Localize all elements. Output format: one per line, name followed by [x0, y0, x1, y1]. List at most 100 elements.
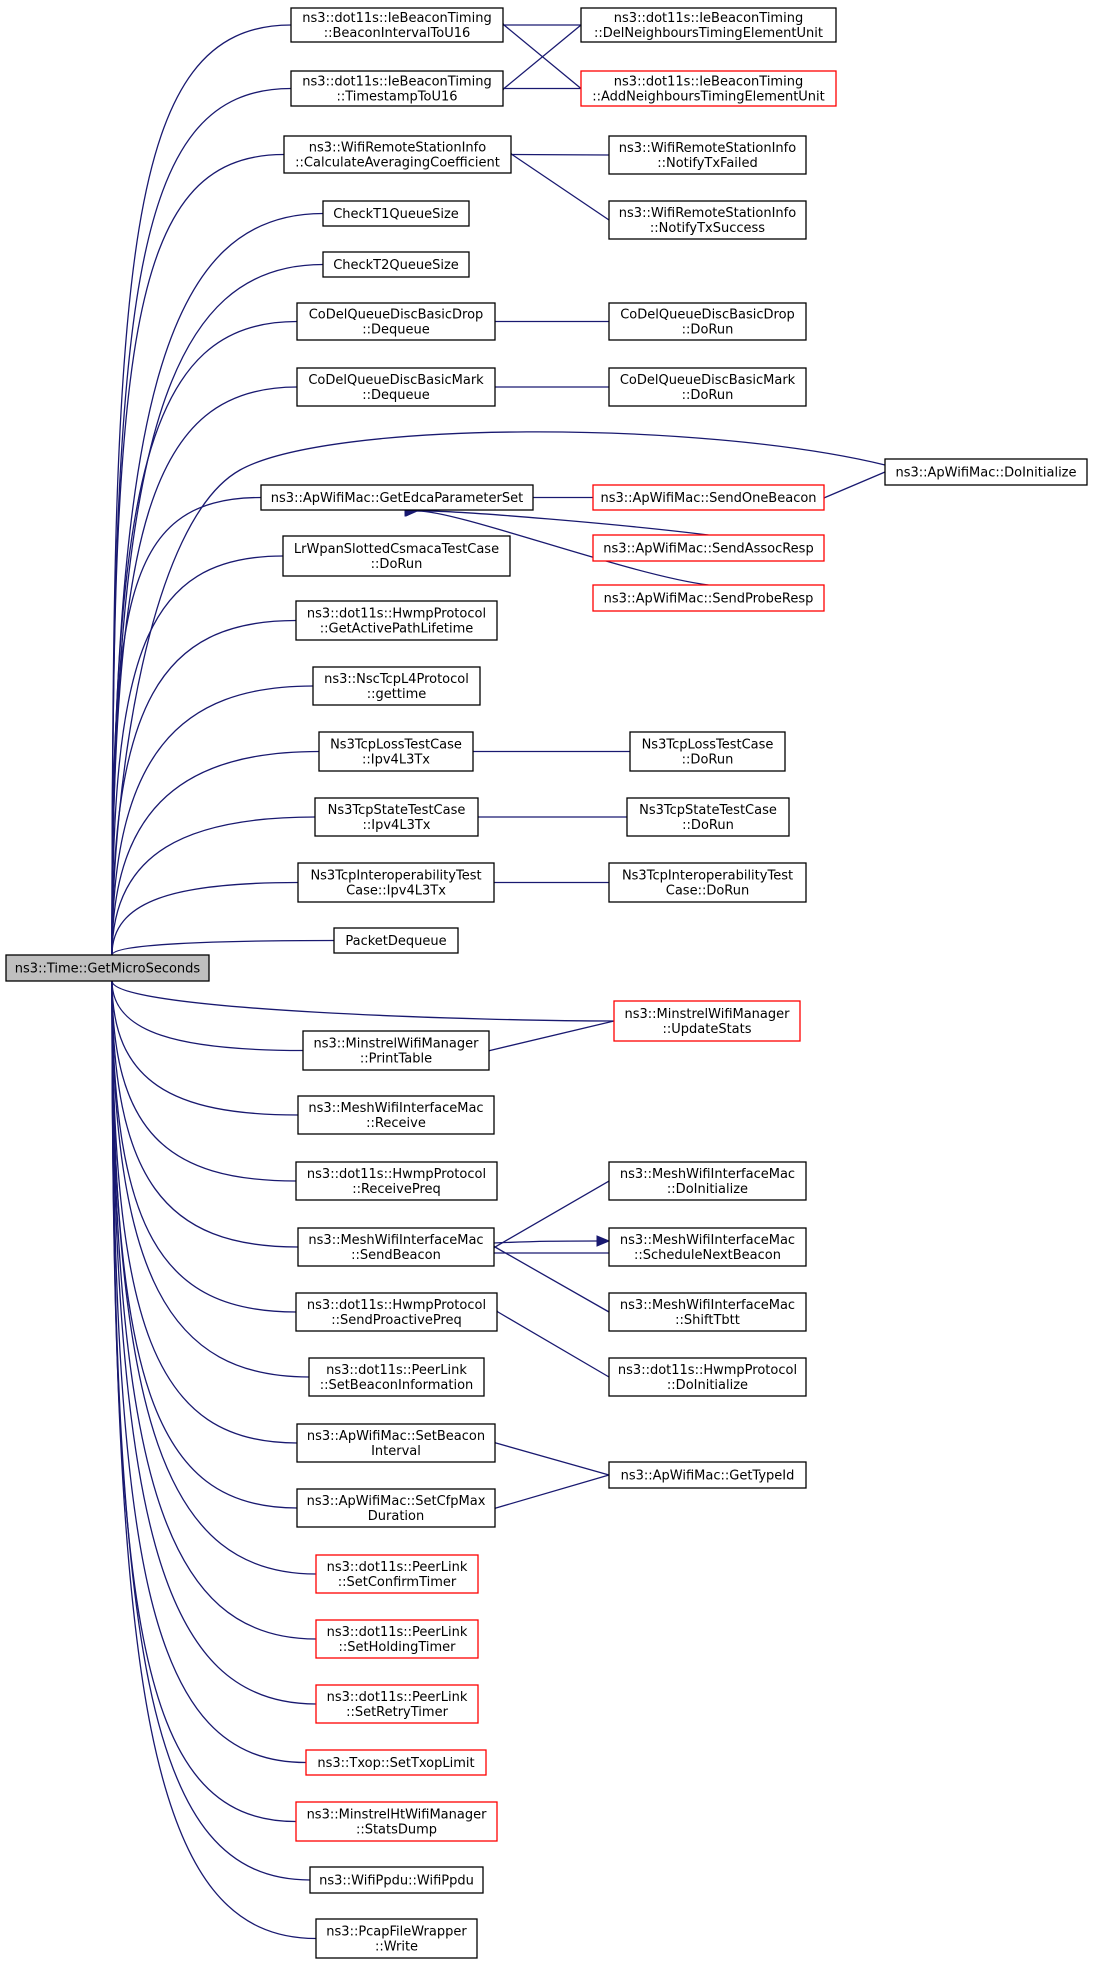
node-label: ::ScheduleNextBeacon — [634, 1248, 781, 1263]
node-meshdoinit[interactable]: ns3::MeshWifiInterfaceMac::DoInitialize — [608, 1161, 807, 1201]
node-box — [296, 367, 496, 407]
node-label: ::DoRun — [682, 753, 734, 768]
node-peerconfirm[interactable]: ns3::dot11s::PeerLink::SetConfirmTimer — [315, 1554, 479, 1594]
node-losstx[interactable]: Ns3TcpLossTestCase::Ipv4L3Tx — [318, 731, 474, 772]
node-checkt2[interactable]: CheckT2QueueSize — [322, 251, 470, 278]
node-wifippdu[interactable]: ns3::WifiPpdu::WifiPpdu — [309, 1866, 484, 1894]
edge-notifysucc-to-calcavg — [512, 155, 610, 221]
node-label: ::Dequeue — [362, 323, 430, 338]
node-label: ns3::dot11s::PeerLink — [327, 1560, 468, 1575]
node-label: CheckT2QueueSize — [333, 258, 459, 273]
node-label: CoDelQueueDiscBasicDrop — [620, 308, 795, 323]
node-box — [608, 367, 807, 407]
node-pktdq[interactable]: PacketDequeue — [333, 927, 459, 954]
node-box — [608, 1357, 807, 1397]
node-hwmpsendproactive[interactable]: ns3::dot11s::HwmpProtocol::SendProactive… — [295, 1292, 498, 1332]
node-apgettypeid[interactable]: ns3::ApWifiMac::GetTypeId — [608, 1461, 807, 1489]
node-staterun[interactable]: Ns3TcpStateTestCase::DoRun — [626, 797, 790, 837]
node-hwmprecvpreq[interactable]: ns3::dot11s::HwmpProtocol::ReceivePreq — [295, 1161, 498, 1201]
node-lossrun[interactable]: Ns3TcpLossTestCase::DoRun — [629, 731, 786, 772]
node-box — [302, 1030, 490, 1071]
node-sendassoc[interactable]: ns3::ApWifiMac::SendAssocResp — [592, 534, 825, 562]
node-hwmpgetactive[interactable]: ns3::dot11s::HwmpProtocol::GetActivePath… — [295, 600, 498, 641]
edge-apdoinit-to-root — [112, 431, 886, 955]
edge-checkt1-to-root — [112, 212, 324, 956]
node-box — [580, 70, 837, 107]
edge-statetx-to-root — [112, 816, 316, 955]
node-meshrecv[interactable]: ns3::MeshWifiInterfaceMac::Receive — [297, 1095, 495, 1135]
node-label: ns3::WifiRemoteStationInfo — [619, 206, 796, 221]
node-box — [333, 927, 459, 954]
node-peersetbeacon[interactable]: ns3::dot11s::PeerLink::SetBeaconInformat… — [308, 1357, 485, 1397]
node-meshshift[interactable]: ns3::MeshWifiInterfaceMac::ShiftTbtt — [608, 1292, 807, 1332]
node-tsu16[interactable]: ns3::dot11s::IeBeaconTiming::TimestampTo… — [290, 70, 504, 107]
edge-sendassoc-to-getedca — [417, 511, 709, 536]
node-box — [260, 484, 534, 511]
node-box — [608, 1461, 807, 1489]
node-codelmarkrun[interactable]: CoDelQueueDiscBasicMark::DoRun — [608, 367, 807, 407]
node-box — [608, 135, 807, 175]
node-peerholding[interactable]: ns3::dot11s::PeerLink::SetHoldingTimer — [315, 1619, 479, 1659]
node-hwmpdoinit[interactable]: ns3::dot11s::HwmpProtocol::DoInitialize — [608, 1357, 807, 1397]
node-bitu16[interactable]: ns3::dot11s::IeBeaconTiming::BeaconInter… — [290, 7, 504, 43]
node-codeldropdq[interactable]: CoDelQueueDiscBasicDrop::Dequeue — [296, 302, 496, 341]
node-label: ::DoInitialize — [667, 1182, 748, 1197]
edge-sendprobe-to-getedca — [417, 511, 709, 586]
node-root[interactable]: ns3::Time::GetMicroSeconds — [5, 954, 210, 982]
node-delneigh[interactable]: ns3::dot11s::IeBeaconTiming::DelNeighbou… — [580, 7, 837, 43]
edge-wifippdu-to-root — [112, 981, 311, 1881]
node-label: Ns3TcpLossTestCase — [642, 738, 774, 753]
node-label: ::SetBeaconInformation — [320, 1378, 474, 1393]
node-box — [592, 584, 825, 612]
node-peerretry[interactable]: ns3::dot11s::PeerLink::SetRetryTimer — [315, 1684, 479, 1724]
node-label: Case::Ipv4L3Tx — [346, 884, 446, 899]
node-lrwpan[interactable]: LrWpanSlottedCsmacaTestCase::DoRun — [282, 535, 511, 577]
node-sendonebeacon[interactable]: ns3::ApWifiMac::SendOneBeacon — [592, 484, 825, 511]
node-minstrelupd[interactable]: ns3::MinstrelWifiManager::UpdateStats — [613, 1000, 801, 1042]
edge-peerconfirm-to-root — [112, 981, 317, 1575]
node-box — [608, 302, 807, 341]
node-label: ns3::dot11s::PeerLink — [327, 1625, 468, 1640]
node-nsctcp[interactable]: ns3::NscTcpL4Protocol::gettime — [312, 666, 481, 706]
node-minstrelht[interactable]: ns3::MinstrelHtWifiManager::StatsDump — [295, 1801, 498, 1842]
node-box — [295, 1801, 498, 1842]
edge-apgettypeid-to-apsetcfp — [496, 1474, 610, 1508]
node-box — [295, 1161, 498, 1201]
nodes-layer: ns3::Time::GetMicroSeconds ns3::dot11s::I… — [5, 7, 1088, 1959]
node-label: ns3::MeshWifiInterfaceMac — [308, 1101, 483, 1116]
node-meshsendbeacon[interactable]: ns3::MeshWifiInterfaceMac::SendBeacon — [297, 1227, 495, 1267]
node-box — [297, 862, 495, 903]
node-label: ns3::dot11s::IeBeaconTiming — [302, 75, 491, 90]
edge-peersetbeacon-to-root — [112, 981, 310, 1378]
node-box — [629, 731, 786, 772]
node-label: ::TimestampToU16 — [336, 90, 457, 105]
node-checkt1[interactable]: CheckT1QueueSize — [322, 200, 470, 227]
edge-minstrelht-to-root — [112, 981, 297, 1823]
node-codeldroprun[interactable]: CoDelQueueDiscBasicDrop::DoRun — [608, 302, 807, 341]
node-label: ns3::NscTcpL4Protocol — [324, 672, 469, 687]
node-label: ns3::ApWifiMac::SendAssocResp — [603, 542, 813, 557]
node-label: ::SetHoldingTimer — [339, 1640, 457, 1655]
node-codelmarkdq[interactable]: CoDelQueueDiscBasicMark::Dequeue — [296, 367, 496, 407]
node-label: Ns3TcpLossTestCase — [330, 738, 462, 753]
node-label: Ns3TcpStateTestCase — [328, 803, 466, 818]
node-sendprobe[interactable]: ns3::ApWifiMac::SendProbeResp — [592, 584, 825, 612]
node-minstrelprint[interactable]: ns3::MinstrelWifiManager::PrintTable — [302, 1030, 490, 1071]
node-statetx[interactable]: Ns3TcpStateTestCase::Ipv4L3Tx — [314, 797, 479, 837]
node-getedca[interactable]: ns3::ApWifiMac::GetEdcaParameterSet — [260, 484, 534, 511]
node-label: ::UpdateStats — [662, 1022, 751, 1037]
node-addneigh[interactable]: ns3::dot11s::IeBeaconTiming::AddNeighbou… — [580, 70, 837, 107]
node-notifyfail[interactable]: ns3::WifiRemoteStationInfo::NotifyTxFail… — [608, 135, 807, 175]
arrowhead-schedule — [596, 1235, 611, 1247]
node-pcapwrite[interactable]: ns3::PcapFileWrapper::Write — [315, 1918, 478, 1959]
node-calcavg[interactable]: ns3::WifiRemoteStationInfo::CalculateAve… — [283, 135, 512, 174]
node-label: ns3::dot11s::HwmpProtocol — [307, 607, 486, 622]
node-txoplimit[interactable]: ns3::Txop::SetTxopLimit — [305, 1749, 487, 1776]
node-meshsched[interactable]: ns3::MeshWifiInterfaceMac::ScheduleNextB… — [608, 1227, 807, 1267]
node-apdoinit[interactable]: ns3::ApWifiMac::DoInitialize — [884, 458, 1088, 486]
node-notifysucc[interactable]: ns3::WifiRemoteStationInfo::NotifyTxSucc… — [608, 200, 807, 240]
